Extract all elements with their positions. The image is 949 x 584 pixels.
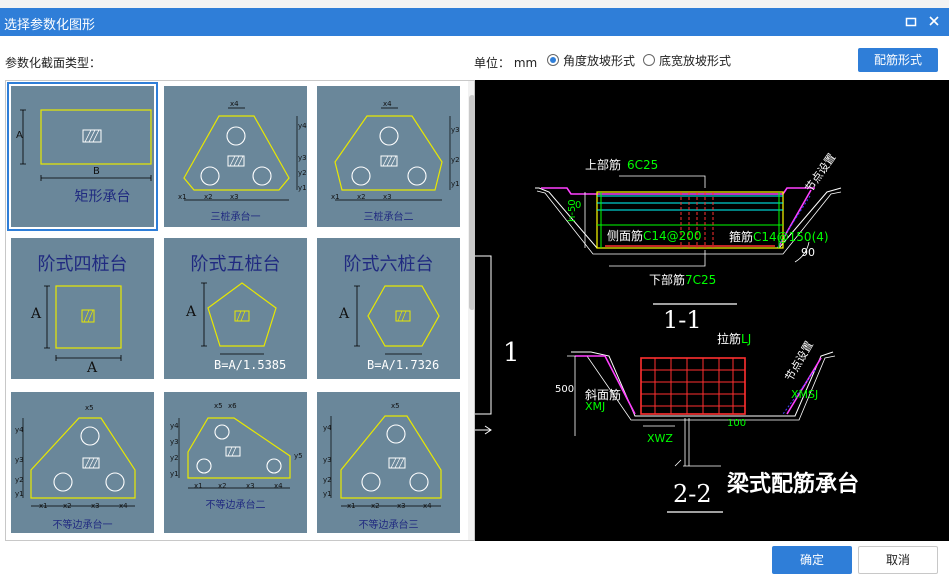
rect-cap-label: 矩形承台: [74, 189, 131, 205]
step-six-pile-formula: B=A/1.7326: [367, 358, 440, 372]
unequal-1-dims: x5 y4 y3 y2 y1 x1 x2 x3 x4: [15, 404, 128, 510]
dim-500-label: 500: [555, 384, 575, 395]
unit-text: 单位： mm: [474, 54, 537, 71]
rebar-form-button[interactable]: 配筋形式: [858, 48, 938, 72]
maximize-icon[interactable]: [905, 16, 917, 28]
unequal-3-drawing: [330, 415, 442, 507]
preview-drawing: [475, 175, 842, 513]
step-five-pile-label: 阶式五桩台: [190, 254, 281, 275]
rect-cap-dim-b: B: [93, 166, 100, 177]
radio-bottom-slope[interactable]: 底宽放坡形式: [643, 52, 731, 68]
window-title: 选择参数化图形: [4, 18, 96, 33]
step-four-pile-drawing: [44, 285, 122, 361]
shape-step-six-pile[interactable]: 阶式六桩台 A B=A/1.7326: [317, 238, 460, 379]
unequal-2-drawing: [178, 417, 291, 489]
slope-rebar-value: XMJ: [585, 400, 606, 413]
shape-unequal-1[interactable]: x5 y4 y3 y2 y1 x1 x2 x3 x4 不等边承台一: [11, 392, 154, 533]
unequal-1-label: 不等边承台一: [52, 520, 113, 531]
three-pile-1-dims: x4 y4 y3 y2 y1 x1 x2 x3: [178, 100, 307, 201]
xmsj-label: XMSJ: [791, 388, 819, 401]
step-five-pile-formula: B=A/1.5385: [214, 358, 287, 372]
dim-100-label: 100: [727, 418, 747, 429]
close-icon[interactable]: [927, 14, 941, 28]
section-2-2-label: 2-2: [673, 480, 712, 508]
unequal-1-drawing: [22, 417, 136, 507]
unequal-3-dims: x5 y4 y3 y2 y1 x1 x2 x3 x4: [323, 402, 432, 510]
shape-three-pile-2[interactable]: x4 y3 y2 y1 x1 x2 x3 三桩承台二: [317, 86, 460, 227]
tie-rebar-label: 拉筋LJ: [717, 332, 752, 346]
radio-bottom-dot[interactable]: [643, 54, 655, 66]
title-bar: 选择参数化图形: [0, 8, 949, 36]
three-pile-1-label: 三桩承台一: [210, 212, 261, 223]
angle-label: 90: [801, 246, 815, 259]
three-pile-1-drawing: [183, 107, 298, 201]
step-six-pile-dim-a: A: [339, 306, 350, 322]
unequal-3-label: 不等边承台三: [358, 520, 419, 531]
unequal-2-dims: x5 x6 y5 y4 y3 y2 y1 x1 x2 x3 x4: [170, 402, 303, 490]
radio-angle-dot[interactable]: [547, 54, 559, 66]
shape-step-five-pile[interactable]: 阶式五桩台 A B=A/1.5385: [164, 238, 307, 379]
step-five-pile-dim-a: A: [186, 304, 197, 320]
rect-cap-drawing: [20, 109, 152, 181]
section-1-1-label: 1-1: [663, 306, 702, 334]
step-four-pile-dim-a: A: [31, 306, 42, 322]
radio-angle-slope[interactable]: 角度放坡形式: [547, 52, 635, 68]
step-four-pile-label: 阶式四桩台: [37, 254, 128, 275]
section-type-label: 参数化截面类型：: [5, 56, 102, 70]
side-rebar-label: 侧面筋C14@200: [607, 229, 702, 243]
step-five-pile-drawing: [201, 282, 277, 355]
cancel-button[interactable]: 取消: [858, 546, 938, 574]
unit-label: 单位：: [474, 56, 511, 70]
preview-title: 梁式配筋承台: [727, 472, 860, 497]
rect-cap-dim-a: A: [16, 130, 23, 141]
h-zero-label: 0: [575, 200, 582, 211]
shape-unequal-3[interactable]: x5 y4 y3 y2 y1 x1 x2 x3 x4 不等边承台三: [317, 392, 460, 533]
unit-value: mm: [513, 56, 538, 70]
shape-unequal-2[interactable]: x5 x6 y5 y4 y3 y2 y1 x1 x2 x3 x4 不等边承台二: [164, 392, 307, 533]
stirrup-label: 箍筋C14@150(4): [729, 230, 829, 244]
three-pile-2-dims: x4 y3 y2 y1 x1 x2 x3: [331, 100, 460, 201]
shape-list-scrollbar[interactable]: [468, 81, 474, 540]
callout-1: 1: [503, 338, 520, 368]
three-pile-2-drawing: [334, 107, 451, 201]
radio-angle-label: 角度放坡形式: [563, 53, 636, 68]
three-pile-2-label: 三桩承台二: [363, 212, 414, 223]
shape-three-pile-1[interactable]: x4 y4 y3 y2 y1 x1 x2 x3 三桩承台一: [164, 86, 307, 227]
slope-rebar-label: 斜面筋: [585, 388, 622, 402]
unequal-2-label: 不等边承台二: [205, 500, 266, 511]
ok-button[interactable]: 确定: [772, 546, 852, 574]
step-six-pile-drawing: [354, 285, 440, 355]
bottom-rebar-label: 下部筋7C25: [649, 273, 717, 287]
shape-step-four-pile[interactable]: 阶式四桩台 A A: [11, 238, 154, 379]
step-four-pile-dim-b: A: [87, 360, 98, 376]
step-six-pile-label: 阶式六桩台: [343, 254, 434, 275]
radio-bottom-label: 底宽放坡形式: [659, 53, 732, 68]
scrollbar-thumb[interactable]: [469, 95, 474, 310]
shape-rect-cap[interactable]: A B 矩形承台: [7, 82, 158, 231]
shape-list: A B 矩形承台 x4 y4 y3 y2 y1 x1 x2 x3 三桩承台一: [5, 80, 475, 541]
xwz-label: XWZ: [647, 432, 673, 445]
